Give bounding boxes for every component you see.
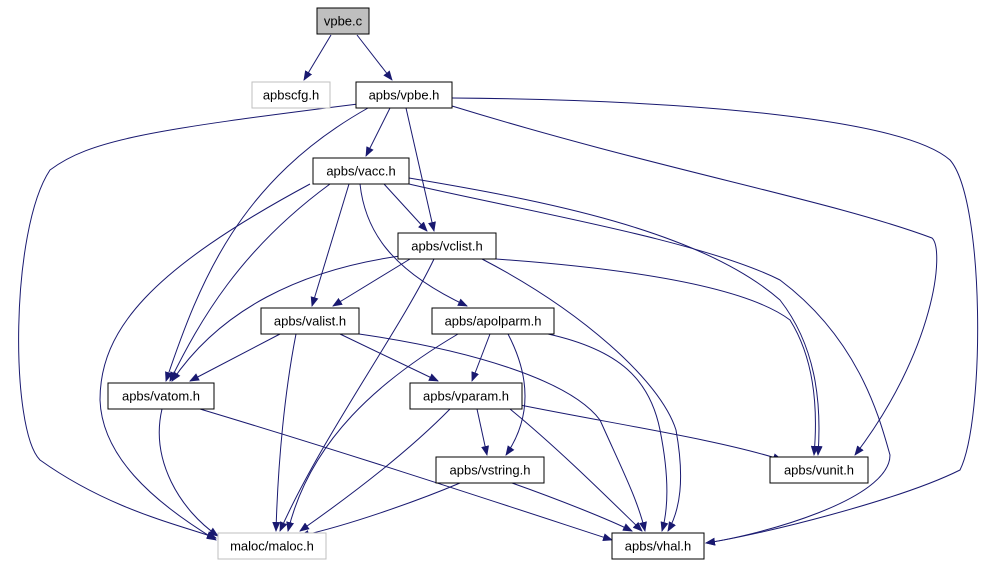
edge-vparam-to-vstring <box>476 408 489 456</box>
edge-vclist-to-maloc <box>279 258 435 532</box>
node-box <box>611 532 705 560</box>
node-box <box>316 7 370 35</box>
edge-vacc-to-vclist <box>383 183 428 232</box>
edge-vpbe_h-to-maloc <box>18 103 359 539</box>
edge-apolparm-to-vhal <box>547 333 669 532</box>
edge-vacc-to-apolparm <box>359 183 468 307</box>
node-apbscfg[interactable]: apbscfg.h <box>251 81 331 109</box>
node-label: apbs/vpbe.h <box>369 88 440 103</box>
edge-apolparm-to-maloc <box>286 333 459 532</box>
edge-vpbe_c-to-vpbe_h <box>356 34 393 81</box>
node-label: apbs/vparam.h <box>423 389 509 404</box>
node-box <box>107 382 215 410</box>
edge-vpbe_h-to-vacc <box>365 107 391 157</box>
node-vpbe_c[interactable]: vpbe.c <box>316 7 370 35</box>
edge-vstring-to-maloc <box>299 482 461 538</box>
node-label: apbs/vatom.h <box>122 389 200 404</box>
node-vatom[interactable]: apbs/vatom.h <box>107 382 215 410</box>
node-apolparm[interactable]: apbs/apolparm.h <box>431 307 555 335</box>
edge-vacc-to-vhal <box>408 183 891 546</box>
edge-vacc-to-valist <box>310 183 350 307</box>
edge-valist-to-vhal <box>358 333 647 532</box>
edge-vpbe_h-to-vclist <box>405 107 436 232</box>
node-box <box>769 456 869 484</box>
edge-vacc-to-vatom <box>169 183 331 382</box>
node-label: apbs/apolparm.h <box>445 314 542 329</box>
node-vclist[interactable]: apbs/vclist.h <box>397 232 497 260</box>
node-vstring[interactable]: apbs/vstring.h <box>435 456 545 484</box>
edge-vacc-to-vunit <box>408 177 823 456</box>
edge-apolparm-to-vstring <box>505 333 526 456</box>
node-vacc[interactable]: apbs/vacc.h <box>312 157 410 185</box>
edge-valist-to-vatom <box>189 333 281 382</box>
node-label: apbs/valist.h <box>274 314 346 329</box>
node-box <box>260 307 360 335</box>
edge-vparam-to-vhal <box>509 408 643 532</box>
edge-vparam-to-vunit <box>519 404 783 462</box>
node-label: apbs/vunit.h <box>784 463 854 478</box>
node-label: apbscfg.h <box>263 88 319 103</box>
edge-vpbe_h-to-vunit <box>451 105 938 456</box>
node-box <box>431 307 555 335</box>
edge-vstring-to-vhal <box>511 482 633 532</box>
node-box <box>251 81 331 109</box>
node-box <box>355 81 453 109</box>
node-label: maloc/maloc.h <box>230 539 314 554</box>
node-box <box>397 232 497 260</box>
node-box <box>217 532 327 560</box>
node-vunit[interactable]: apbs/vunit.h <box>769 456 869 484</box>
edge-vpbe_h-to-vatom <box>165 107 369 382</box>
node-layer: vpbe.c apbscfg.h apbs/vpbe.h apbs/vacc.h apb… <box>107 7 869 560</box>
edge-valist-to-vparam <box>339 333 439 382</box>
edge-vclist-to-valist <box>332 258 411 307</box>
edge-vpbe_h-to-vhal <box>451 97 979 546</box>
node-maloc[interactable]: maloc/maloc.h <box>217 532 327 560</box>
edge-layer <box>18 34 979 546</box>
node-vpbe_h[interactable]: apbs/vpbe.h <box>355 81 453 109</box>
node-box <box>312 157 410 185</box>
edge-vparam-to-maloc <box>299 408 451 532</box>
edge-vatom-to-maloc <box>158 408 219 537</box>
node-valist[interactable]: apbs/valist.h <box>260 307 360 335</box>
edge-apolparm-to-vparam <box>471 333 491 382</box>
edge-vatom-to-vhal <box>199 408 613 542</box>
node-label: apbs/vacc.h <box>326 164 395 179</box>
edge-vclist-to-vatom <box>171 255 401 382</box>
node-label: apbs/vclist.h <box>411 239 483 254</box>
edge-vclist-to-vhal <box>481 258 682 532</box>
node-vparam[interactable]: apbs/vparam.h <box>409 382 523 410</box>
node-label: apbs/vhal.h <box>625 539 692 554</box>
node-label: vpbe.c <box>324 14 363 29</box>
node-label: apbs/vstring.h <box>450 463 531 478</box>
edge-valist-to-maloc <box>272 333 297 532</box>
node-box <box>409 382 523 410</box>
edge-vpbe_c-to-apbscfg <box>303 34 332 81</box>
edge-vacc-to-maloc <box>99 183 311 541</box>
node-box <box>435 456 545 484</box>
node-vhal[interactable]: apbs/vhal.h <box>611 532 705 560</box>
edge-vclist-to-vunit <box>495 258 819 456</box>
